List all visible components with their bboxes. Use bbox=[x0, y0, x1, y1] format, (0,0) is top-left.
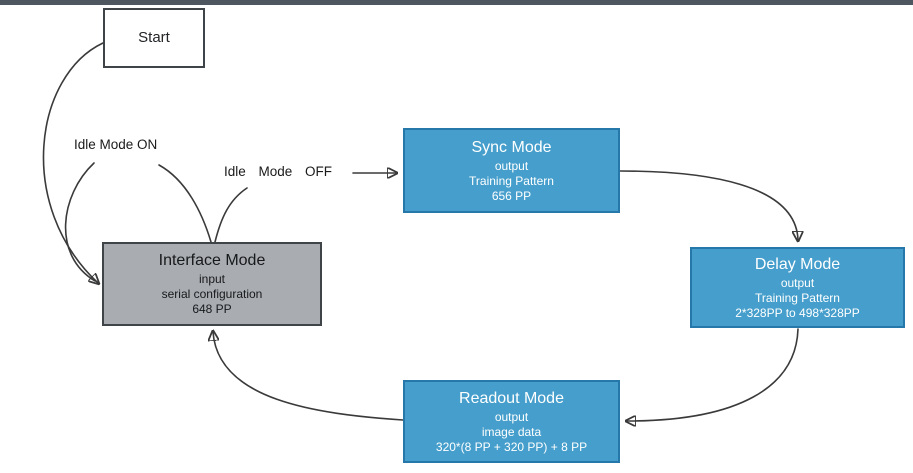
node-sync-line-1: output bbox=[494, 158, 529, 173]
node-sync-mode: Sync Mode output Training Pattern 656 PP bbox=[403, 128, 620, 213]
edge-sync-to-delay bbox=[619, 170, 798, 240]
node-start: Start bbox=[103, 8, 205, 68]
node-delay-line-2: Training Pattern bbox=[755, 290, 840, 305]
node-sync-title: Sync Mode bbox=[471, 138, 552, 156]
node-delay-title: Delay Mode bbox=[754, 255, 841, 273]
top-divider-bar bbox=[0, 0, 913, 5]
node-interface-line-2: serial configuration bbox=[161, 287, 263, 301]
node-interface-line-1: input bbox=[198, 272, 226, 286]
edge-interface-self-loop-out bbox=[158, 164, 212, 243]
node-readout-line-3: 320*(8 PP + 320 PP) + 8 PP bbox=[435, 439, 588, 454]
node-readout-title: Readout Mode bbox=[459, 389, 564, 407]
node-readout-line-2: image data bbox=[481, 424, 542, 439]
edge-delay-to-readout bbox=[627, 328, 799, 421]
node-sync-line-3: 656 PP bbox=[491, 188, 532, 203]
node-readout-line-1: output bbox=[494, 409, 529, 424]
node-start-label: Start bbox=[138, 28, 170, 46]
node-interface-line-3: 648 PP bbox=[192, 302, 232, 316]
node-delay-line-3: 2*328PP to 498*328PP bbox=[735, 305, 860, 320]
edge-label-idle-mode-on: Idle Mode ON bbox=[74, 137, 158, 152]
node-delay-mode: Delay Mode output Training Pattern 2*328… bbox=[690, 247, 905, 328]
edge-interface-self-loop-return bbox=[64, 162, 96, 282]
edge-interface-to-idle-off-label bbox=[214, 187, 248, 243]
node-interface-mode: Interface Mode input serial configuratio… bbox=[102, 242, 322, 326]
node-readout-mode: Readout Mode output image data 320*(8 PP… bbox=[403, 380, 620, 463]
edge-readout-to-interface bbox=[213, 332, 404, 421]
node-delay-line-1: output bbox=[780, 275, 815, 290]
edge-label-idle-mode-off: Idle Mode OFF bbox=[224, 164, 333, 179]
node-sync-line-2: Training Pattern bbox=[469, 173, 554, 188]
edge-start-to-interface bbox=[42, 42, 104, 283]
node-interface-title: Interface Mode bbox=[158, 252, 266, 269]
